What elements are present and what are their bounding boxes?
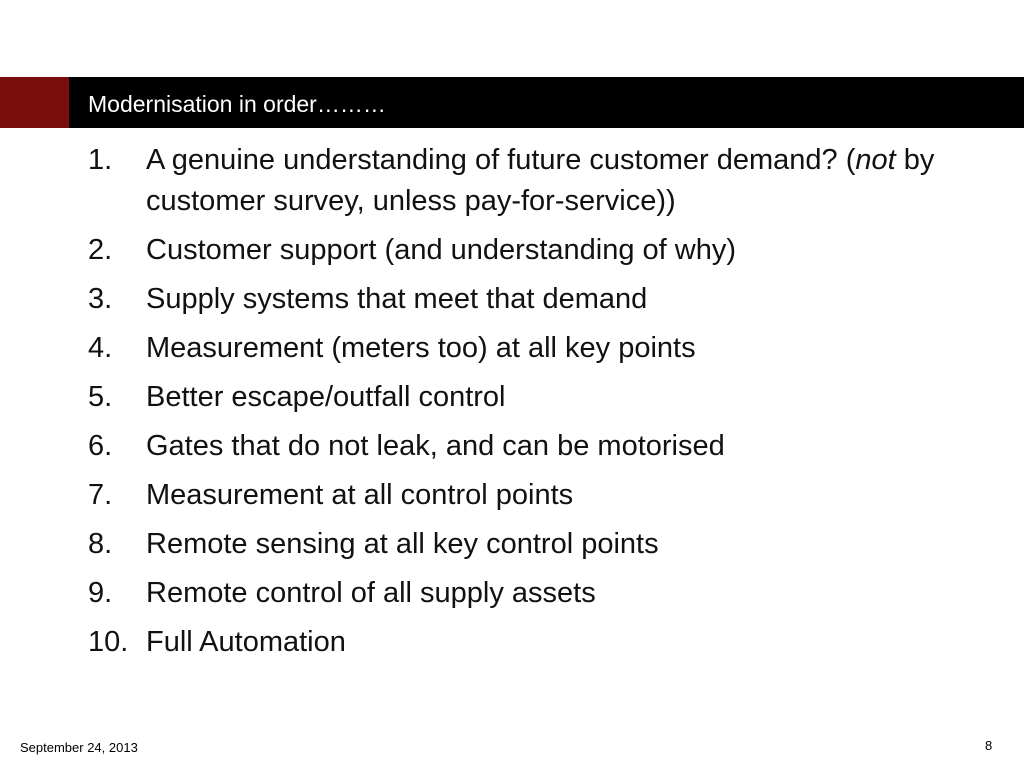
accent-block: [0, 77, 69, 128]
list-item-number: 3.: [88, 283, 113, 315]
page-number: 8: [985, 738, 993, 753]
list-item-number: 10.: [88, 626, 129, 658]
list-item: 1. A genuine understanding of future cus…: [88, 140, 968, 222]
list-item-text: Remote control of all supply assets: [146, 577, 596, 609]
list-item-text: Gates that do not leak, and can be motor…: [146, 430, 725, 462]
list-item-number: 7.: [88, 479, 113, 511]
list-item-number: 8.: [88, 528, 113, 560]
list-item-text: Supply systems that meet that demand: [146, 283, 648, 315]
list-item: 2. Customer support (and understanding o…: [88, 230, 968, 271]
list-item-number: 6.: [88, 430, 113, 462]
list-item-number: 5.: [88, 381, 113, 413]
slide-title: Modernisation in order………: [88, 91, 386, 117]
list-item-text-part: by customer survey, unless pay-for-servi…: [146, 144, 935, 217]
title-bar: Modernisation in order………: [0, 77, 1024, 128]
list-item-text: Remote sensing at all key control points: [146, 528, 659, 560]
list-item-text: Measurement (meters too) at all key poin…: [146, 332, 696, 364]
footer-date: September 24, 2013: [20, 740, 138, 755]
list-item-text: Full Automation: [146, 626, 346, 658]
list-item-number: 4.: [88, 332, 113, 364]
list-item-text-part: A genuine understanding of future custom…: [146, 144, 856, 176]
list-item-number: 9.: [88, 577, 113, 609]
numbered-list: 1. A genuine understanding of future cus…: [88, 140, 968, 671]
list-item: 10. Full Automation: [88, 622, 968, 663]
list-item-text: A genuine understanding of future custom…: [146, 140, 968, 222]
list-item: 7. Measurement at all control points: [88, 475, 968, 516]
list-item-number: 2.: [88, 234, 113, 266]
list-item: 8. Remote sensing at all key control poi…: [88, 524, 968, 565]
emphasized-word: not: [855, 144, 896, 176]
list-item-text: Better escape/outfall control: [146, 381, 506, 413]
list-item: 4. Measurement (meters too) at all key p…: [88, 328, 968, 369]
list-item-number: 1.: [88, 144, 113, 176]
list-item-text: Customer support (and understanding of w…: [146, 234, 736, 266]
list-item: 5. Better escape/outfall control: [88, 377, 968, 418]
list-item-text: Measurement at all control points: [146, 479, 574, 511]
list-item: 9. Remote control of all supply assets: [88, 573, 968, 614]
list-item: 3. Supply systems that meet that demand: [88, 279, 968, 320]
list-item: 6. Gates that do not leak, and can be mo…: [88, 426, 968, 467]
